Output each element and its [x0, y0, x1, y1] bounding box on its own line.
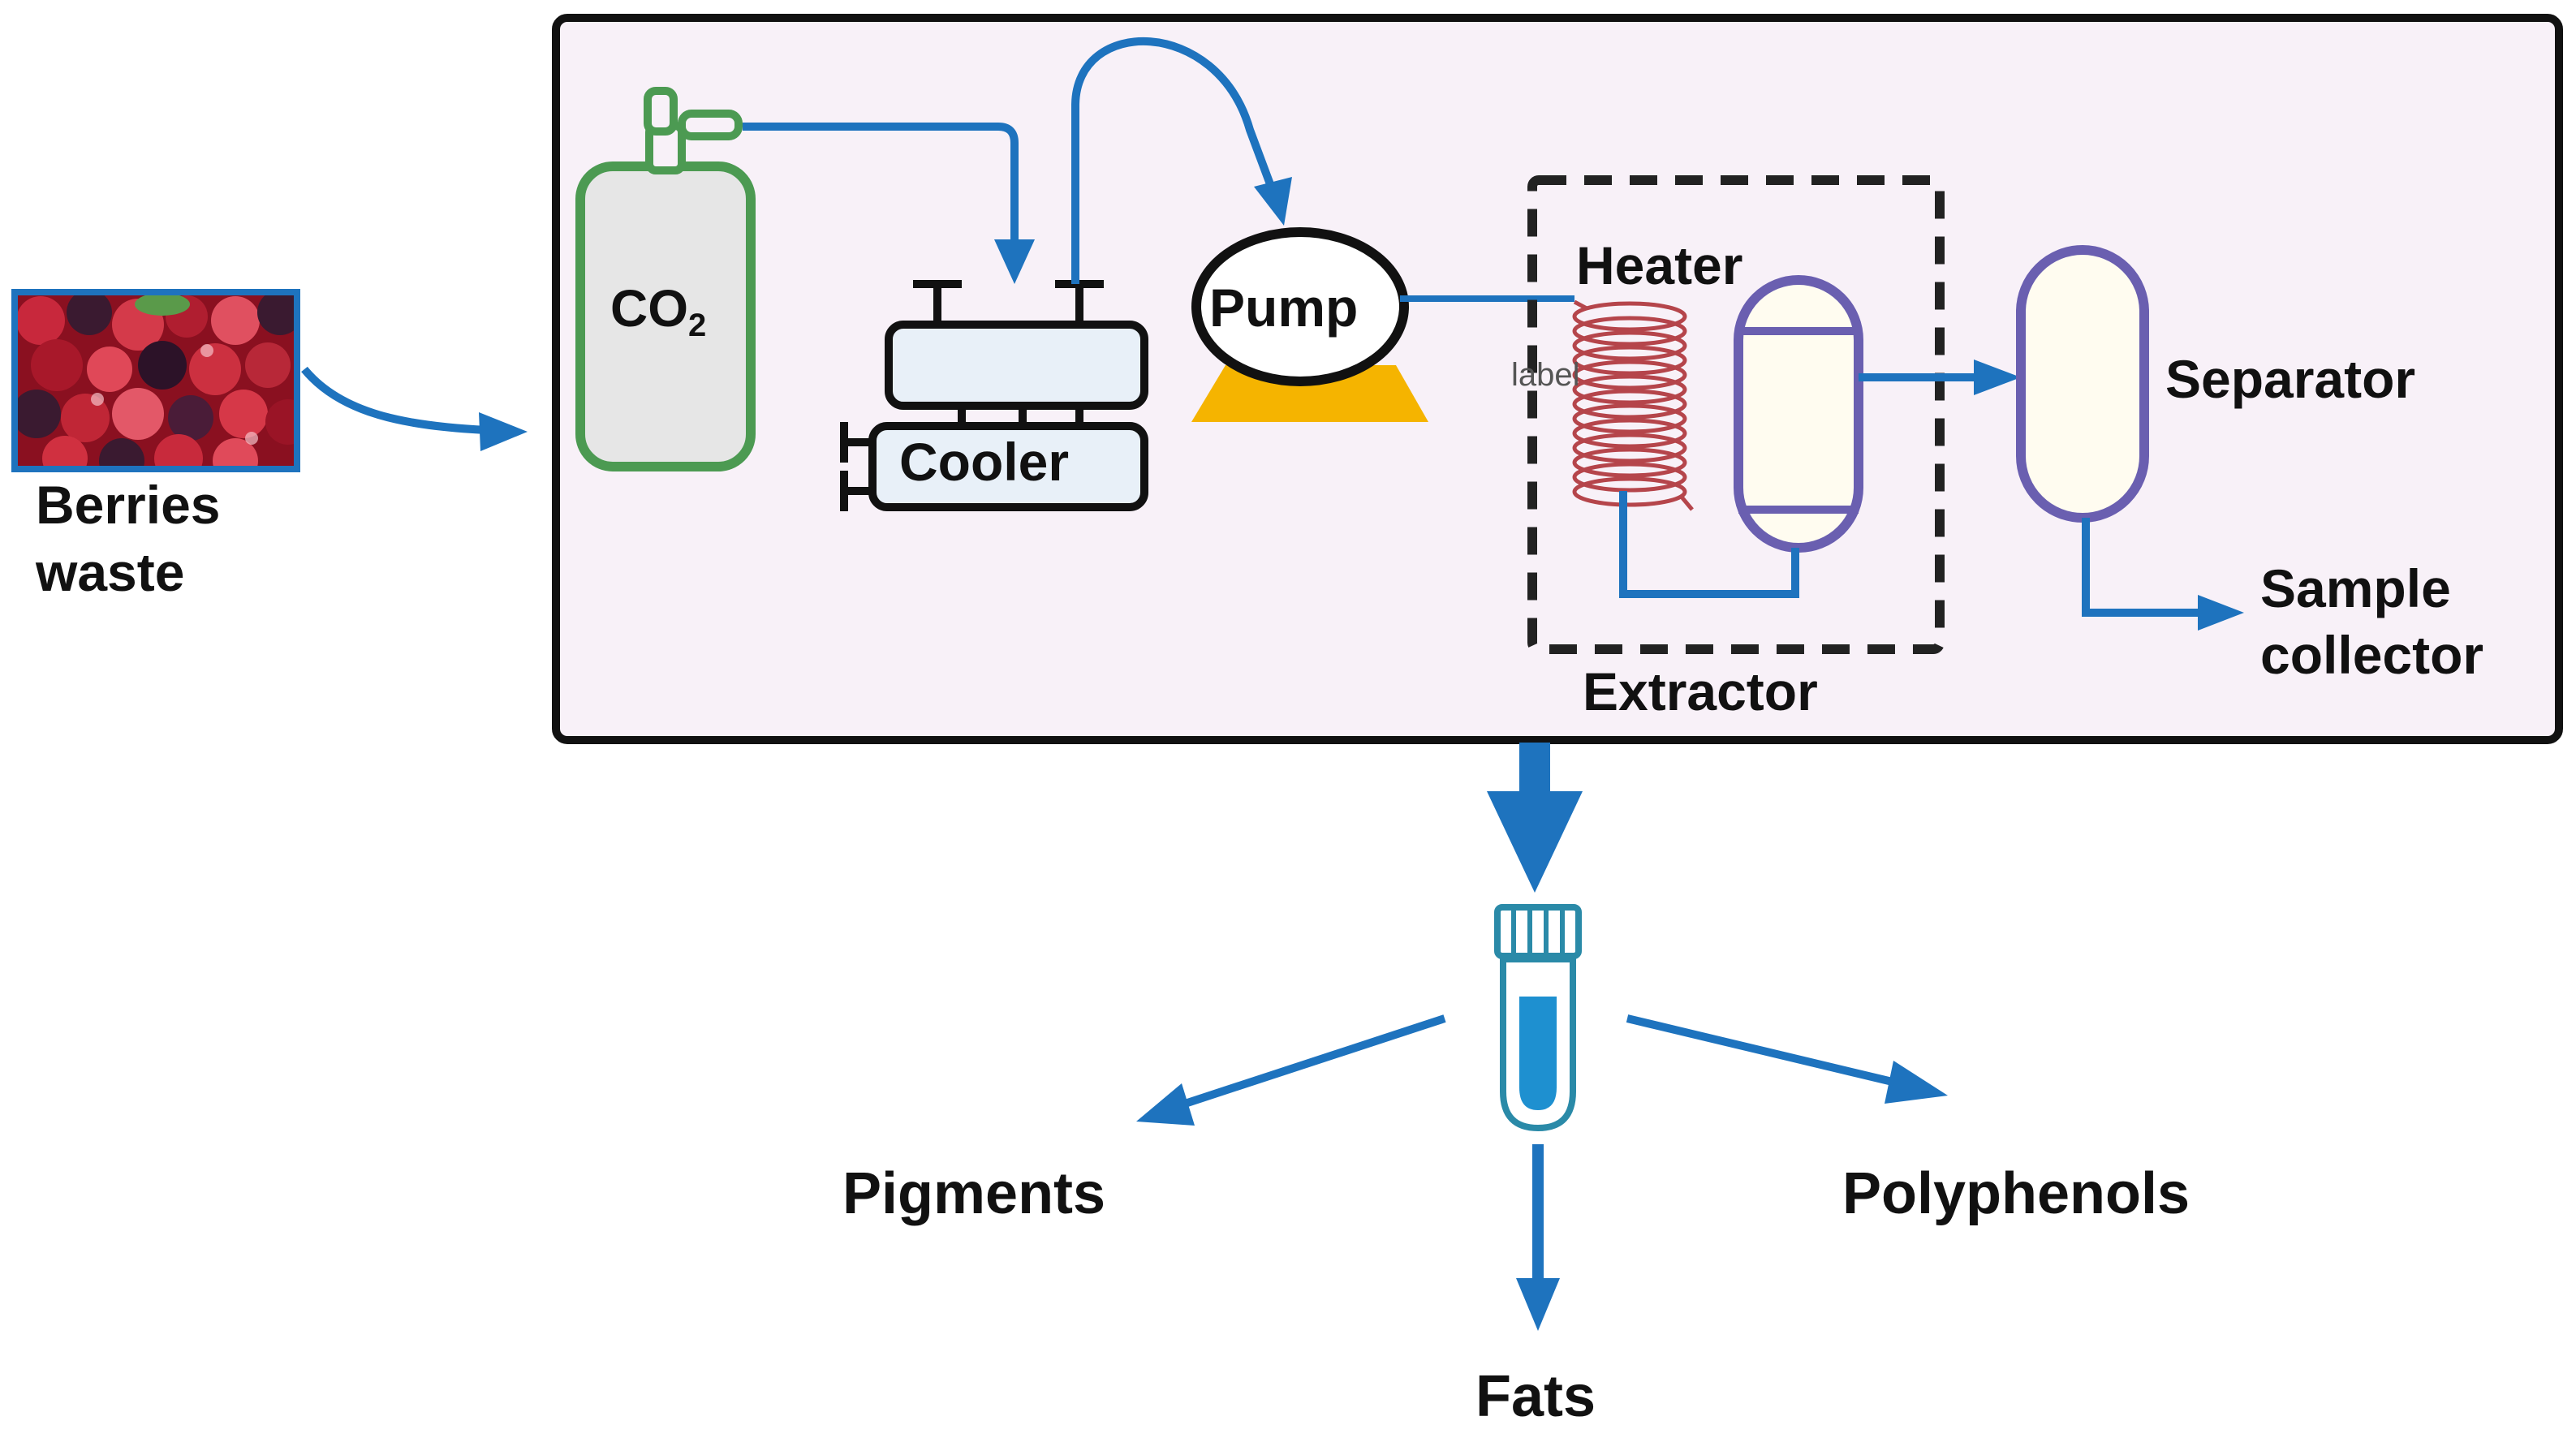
- polyphenols-label: Polyphenols: [1842, 1161, 2190, 1226]
- arrow-to-pigments-shaft: [1183, 1014, 1446, 1108]
- arrow-to-fats-head: [1516, 1278, 1560, 1331]
- co2-cylinder: [575, 87, 756, 471]
- co2-label: CO2: [610, 279, 706, 343]
- berries-label-line2: waste: [35, 542, 184, 602]
- pipe-heater-to-vessel: [1619, 491, 1799, 598]
- arrow-panel-to-vial-head: [1487, 791, 1583, 893]
- berries-cluster: [18, 295, 294, 466]
- heater-label: Heater: [1576, 235, 1742, 295]
- pipe-separator-to-collector: [2082, 518, 2201, 617]
- pipe-cooler-to-pump: [1071, 37, 1277, 284]
- berries-label-line1: Berries: [36, 475, 221, 535]
- extractor-label: Extractor: [1583, 661, 1818, 721]
- test-tube-icon: [1494, 904, 1582, 1132]
- pump-label: Pump: [1209, 278, 1358, 338]
- arrowhead-co2-cooler: [994, 239, 1035, 284]
- pipe-co2-to-cooler: [743, 123, 1019, 243]
- arrow-input-to-panel: [301, 366, 488, 434]
- heater-coil-label: label: [1511, 357, 1580, 393]
- fats-label: Fats: [1475, 1364, 1596, 1429]
- extractor-box: [1527, 175, 1945, 654]
- arrow-to-polyphenols-shaft: [1626, 1014, 1901, 1087]
- arrowhead-cooler-pump: [1254, 177, 1292, 226]
- cooler-label: Cooler: [899, 432, 1069, 492]
- separator-label: Separator: [2165, 349, 2415, 409]
- extractor-vessel: [1734, 275, 1863, 553]
- arrow-to-polyphenols-head: [1885, 1061, 1948, 1104]
- apparatus-panel: [552, 14, 2563, 744]
- pigments-label: Pigments: [842, 1161, 1105, 1226]
- cooler-unit: [840, 280, 1148, 511]
- berries-photo: [11, 289, 300, 472]
- sample-collector-line1: Sample: [2260, 558, 2451, 618]
- separator-vessel: [2016, 245, 2149, 523]
- arrow-panel-to-vial-shaft: [1519, 743, 1550, 791]
- arrowhead-vessel-separator: [1974, 360, 2021, 395]
- arrowhead-input: [479, 412, 528, 451]
- arrow-to-pigments-head: [1136, 1083, 1195, 1126]
- arrowhead-separator-collector: [2198, 595, 2244, 631]
- pump-unit: [1191, 227, 1428, 422]
- sample-collector-line2: collector: [2260, 625, 2483, 685]
- heater-coil: [1572, 299, 1694, 511]
